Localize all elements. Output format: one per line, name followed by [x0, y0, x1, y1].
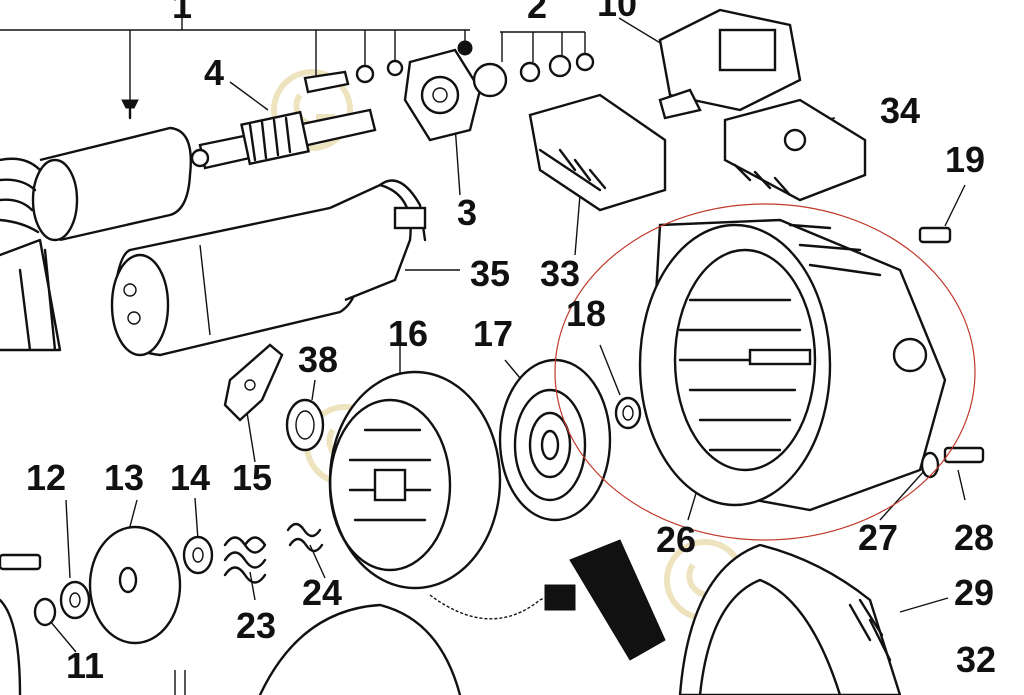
cover	[678, 543, 902, 695]
callout-27: 27	[858, 517, 899, 558]
highlight-circle	[554, 203, 976, 541]
callout-26: 26	[656, 519, 697, 560]
callout-11: 11	[66, 645, 105, 686]
callout-10: 10	[597, 0, 638, 24]
fan-housing	[638, 218, 947, 512]
callout-17: 17	[473, 313, 514, 354]
callout-24: 24	[302, 572, 343, 613]
callout-18: 18	[566, 293, 607, 334]
lower-parts	[0, 598, 462, 695]
callout-13: 13	[104, 457, 145, 498]
yoke-housing	[0, 126, 192, 352]
starter-motor	[110, 179, 427, 357]
end-plate	[403, 48, 482, 142]
washers	[614, 396, 985, 479]
callout-35: 35	[470, 253, 511, 294]
callout-15: 15	[232, 457, 273, 498]
callout-4: 4	[204, 52, 225, 93]
callout-38: 38	[298, 339, 339, 380]
starter-handle	[429, 539, 666, 661]
springs	[223, 522, 324, 584]
callout-2: 2	[527, 0, 548, 26]
callout-29: 29	[954, 572, 995, 613]
callout-3: 3	[457, 192, 478, 233]
regulator	[658, 8, 802, 120]
callout-12: 12	[26, 457, 67, 498]
rectifier	[723, 98, 867, 202]
leader-lines	[0, 12, 966, 653]
screw-19	[918, 226, 952, 244]
fasteners	[121, 40, 595, 120]
callout-14: 14	[170, 457, 211, 498]
recoil-spring	[498, 358, 612, 522]
armature-shaft	[190, 108, 377, 170]
callout-34: 34	[880, 90, 921, 131]
callout-33: 33	[540, 253, 581, 294]
relay-box	[528, 93, 667, 212]
starter-cup	[0, 525, 214, 645]
callout-28: 28	[954, 517, 995, 558]
pawl-plate	[223, 343, 325, 452]
callout-32: 32	[956, 639, 997, 680]
flywheel	[328, 370, 502, 590]
callout-19: 19	[945, 139, 986, 180]
callout-1: 1	[172, 0, 193, 26]
callout-16: 16	[388, 313, 429, 354]
callout-23: 23	[236, 605, 277, 646]
